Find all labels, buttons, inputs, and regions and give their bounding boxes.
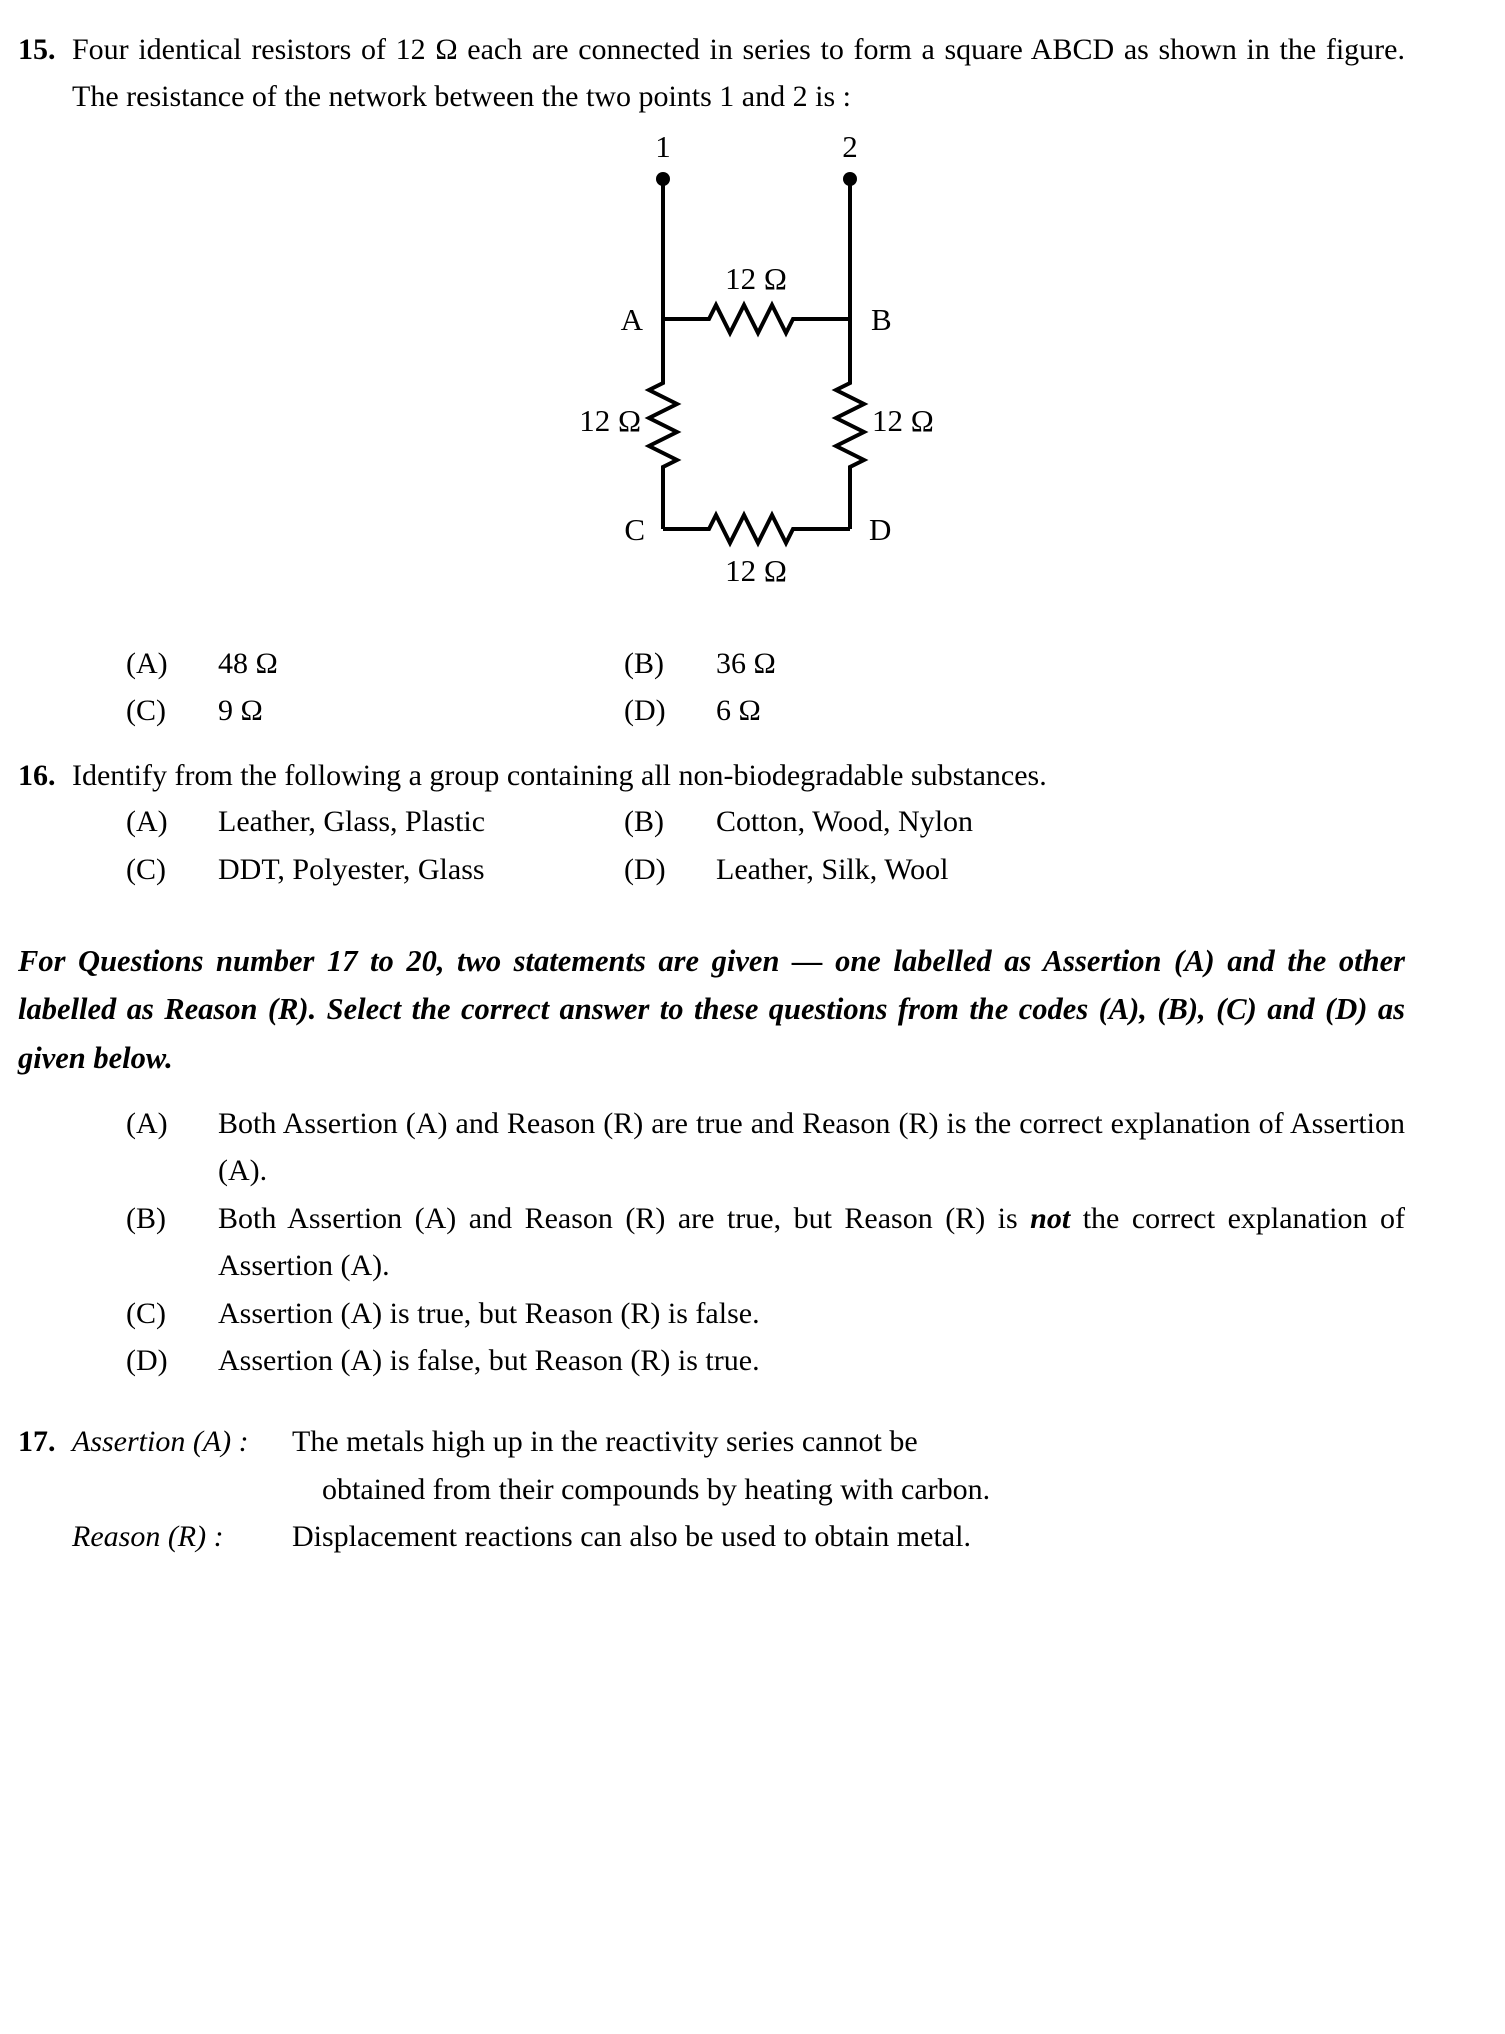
question-16-text: Identify from the following a group cont… — [72, 758, 1047, 792]
resistor-top-label: 12 Ω — [725, 261, 787, 296]
resistor-top-ab — [662, 300, 850, 338]
resistor-right-bd — [831, 318, 868, 529]
spacer-q15-q16 — [0, 734, 1505, 752]
code-option-a-text: Both Assertion (A) and Reason (R) are tr… — [218, 1107, 1405, 1188]
question-15-options: (A) 48 Ω (B) 36 Ω (C) 9 Ω (D) 6 Ω — [0, 641, 1505, 734]
option-15-b-value: 36 Ω — [716, 646, 776, 680]
option-16-c-value: DDT, Polyester, Glass — [218, 852, 485, 886]
resistor-right-label: 12 Ω — [872, 403, 934, 438]
option-15-c[interactable]: (C) 9 Ω — [126, 688, 624, 734]
question-15-number: 15. — [18, 33, 56, 66]
question-17-assertion-line2: obtained from their compounds by heating… — [322, 1472, 991, 1506]
question-16-number: 16. — [18, 758, 56, 792]
node-d-label: D — [869, 512, 891, 547]
terminal-1-label: 1 — [655, 129, 671, 164]
spacer-before-codes — [0, 1082, 1505, 1100]
code-option-b-text: Both Assertion (A) and Reason (R) are tr… — [218, 1201, 1405, 1283]
option-15-c-tag: (C) — [126, 694, 166, 728]
code-option-c[interactable]: (C) Assertion (A) is true, but Reason (R… — [126, 1290, 1405, 1337]
code-option-d-text: Assertion (A) is false, but Reason (R) i… — [218, 1343, 760, 1377]
question-17-assertion-line1: The metals high up in the reactivity ser… — [292, 1425, 918, 1459]
assertion-reason-codes: (A) Both Assertion (A) and Reason (R) ar… — [0, 1100, 1505, 1384]
option-15-d-tag: (D) — [624, 694, 666, 728]
option-15-a-tag: (A) — [126, 646, 168, 680]
question-17-number: 17. — [18, 1425, 56, 1459]
question-17-reason-row: Reason (R) : Displacement reactions can … — [72, 1513, 1505, 1560]
circuit-diagram-figure: 1 2 A B 12 Ω 12 Ω 12 Ω C D — [0, 121, 1505, 641]
resistor-bottom-cd — [662, 510, 850, 548]
resistor-bottom-label: 12 Ω — [725, 553, 787, 588]
spacer-before-q17 — [0, 1384, 1505, 1418]
option-15-d[interactable]: (D) 6 Ω — [624, 688, 1505, 734]
option-15-b-tag: (B) — [624, 646, 664, 680]
option-15-b[interactable]: (B) 36 Ω — [624, 641, 1505, 687]
code-option-b-tag: (B) — [126, 1201, 166, 1235]
terminal-2-label: 2 — [842, 129, 858, 164]
option-16-a-tag: (A) — [126, 805, 168, 839]
question-17-assertion-label: Assertion (A) : — [72, 1425, 249, 1459]
code-option-d-tag: (D) — [126, 1343, 168, 1377]
code-option-b-emphasis: not — [1030, 1201, 1071, 1235]
code-option-b[interactable]: (B) Both Assertion (A) and Reason (R) ar… — [126, 1195, 1405, 1290]
option-16-c[interactable]: (C) DDT, Polyester, Glass — [126, 847, 624, 893]
code-option-a[interactable]: (A) Both Assertion (A) and Reason (R) ar… — [126, 1100, 1405, 1195]
circuit-diagram-svg: 1 2 A B 12 Ω 12 Ω 12 Ω C D — [579, 129, 934, 588]
option-16-a[interactable]: (A) Leather, Glass, Plastic — [126, 799, 624, 845]
question-17-assertion-row: Assertion (A) : The metals high up in th… — [72, 1418, 1505, 1465]
node-c-label: C — [624, 512, 645, 547]
code-option-c-tag: (C) — [126, 1296, 166, 1330]
question-16: 16. Identify from the following a group … — [0, 752, 1505, 799]
option-16-c-tag: (C) — [126, 852, 166, 886]
option-16-d[interactable]: (D) Leather, Silk, Wool — [624, 847, 1505, 893]
option-15-d-value: 6 Ω — [716, 694, 761, 728]
option-16-b-tag: (B) — [624, 805, 664, 839]
option-16-b[interactable]: (B) Cotton, Wood, Nylon — [624, 799, 1505, 845]
option-16-a-value: Leather, Glass, Plastic — [218, 805, 486, 839]
node-b-label: B — [871, 302, 892, 337]
option-15-c-value: 9 Ω — [218, 694, 263, 728]
spacer-before-instruction — [0, 893, 1505, 937]
option-16-b-value: Cotton, Wood, Nylon — [716, 805, 974, 839]
code-option-a-tag: (A) — [126, 1107, 168, 1140]
code-option-d[interactable]: (D) Assertion (A) is false, but Reason (… — [126, 1337, 1405, 1384]
option-15-a-value: 48 Ω — [218, 646, 278, 680]
question-17: 17. Assertion (A) : The metals high up i… — [0, 1418, 1505, 1560]
top-spacer — [0, 0, 1505, 26]
resistor-left-label: 12 Ω — [579, 403, 641, 438]
resistor-left-ac — [644, 318, 681, 529]
question-15: 15. Four identical resistors of 12 Ω eac… — [0, 26, 1505, 121]
question-17-reason-label: Reason (R) : — [72, 1520, 224, 1554]
question-16-options: (A) Leather, Glass, Plastic (B) Cotton, … — [0, 799, 1505, 892]
assertion-reason-instruction: For Questions number 17 to 20, two state… — [18, 943, 1405, 1075]
question-15-text: Four identical resistors of 12 Ω each ar… — [72, 33, 1405, 114]
option-16-d-value: Leather, Silk, Wool — [716, 852, 949, 886]
question-17-reason-text: Displacement reactions can also be used … — [292, 1520, 971, 1554]
code-option-c-text: Assertion (A) is true, but Reason (R) is… — [218, 1296, 760, 1330]
node-a-label: A — [620, 302, 643, 337]
option-15-a[interactable]: (A) 48 Ω — [126, 641, 624, 687]
option-16-d-tag: (D) — [624, 852, 666, 886]
